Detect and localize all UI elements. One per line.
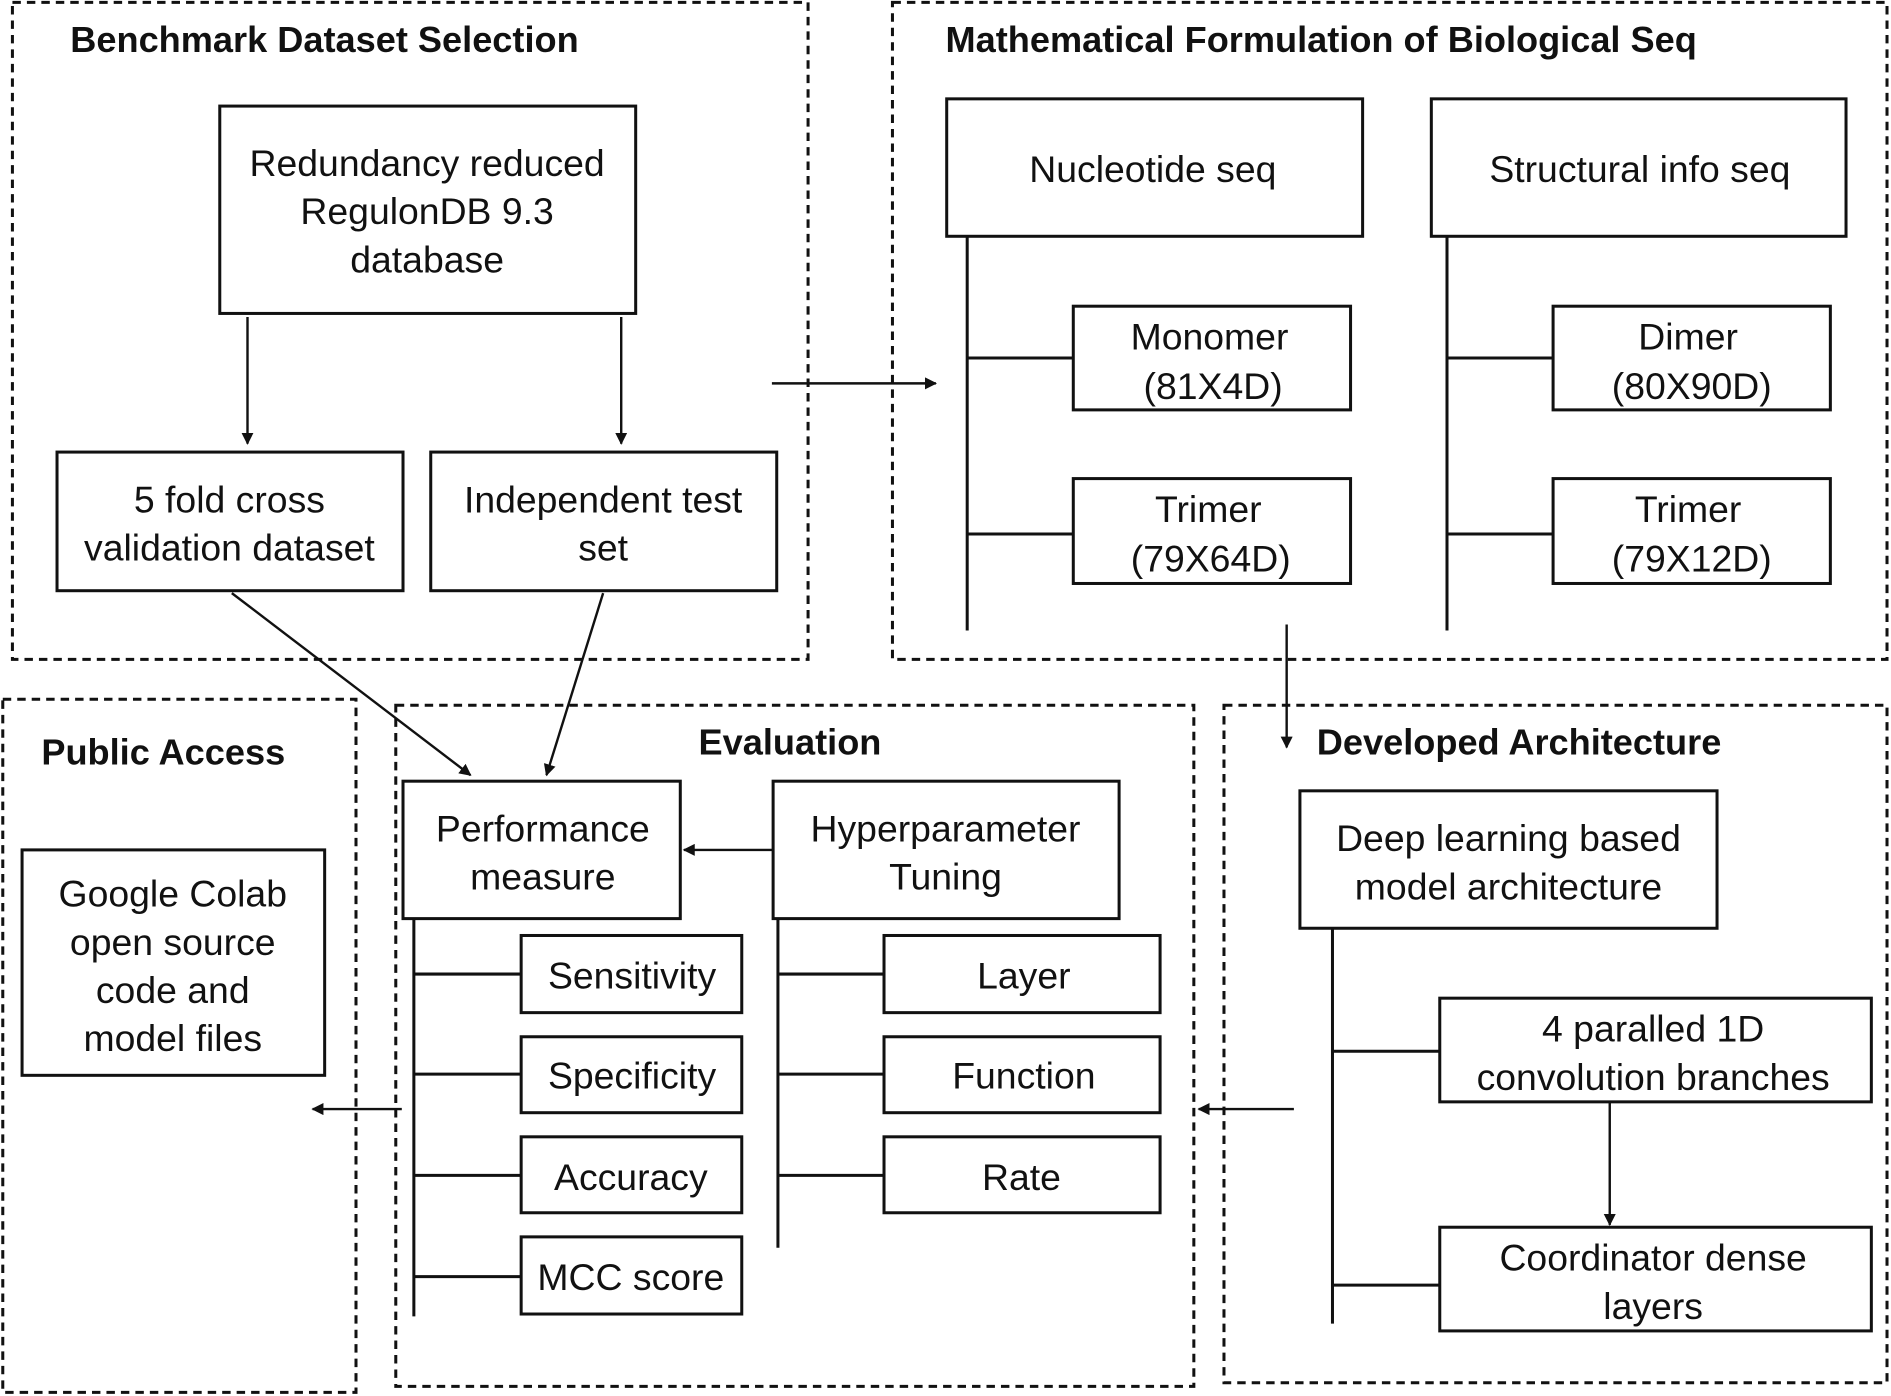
google-colab-box: Google Colab open source code and model … bbox=[20, 848, 327, 1077]
mcc-score-box: MCC score bbox=[519, 1235, 744, 1316]
svg-text:layers: layers bbox=[1603, 1285, 1703, 1327]
public-access-title: Public Access bbox=[41, 731, 285, 772]
svg-text:Trimer: Trimer bbox=[1635, 488, 1742, 530]
svg-text:Coordinator dense: Coordinator dense bbox=[1499, 1237, 1806, 1279]
svg-text:Sensitivity: Sensitivity bbox=[548, 955, 716, 997]
convolution-branches-box: 4 paralled 1D convolution branches bbox=[1438, 996, 1873, 1104]
svg-text:open source: open source bbox=[70, 921, 276, 963]
svg-text:5 fold cross: 5 fold cross bbox=[134, 478, 325, 520]
rate-box: Rate bbox=[882, 1135, 1162, 1215]
trimer-structural-box: Trimer (79X12D) bbox=[1551, 477, 1832, 585]
connector-lines bbox=[1330, 928, 1440, 1324]
svg-text:validation dataset: validation dataset bbox=[84, 527, 375, 569]
nucleotide-seq-box: Nucleotide seq bbox=[945, 97, 1365, 238]
svg-text:Specificity: Specificity bbox=[548, 1055, 716, 1097]
layer-box: Layer bbox=[882, 933, 1162, 1015]
svg-text:MCC score: MCC score bbox=[537, 1256, 724, 1298]
svg-text:Function: Function bbox=[952, 1055, 1095, 1097]
connector-lines bbox=[412, 918, 885, 1317]
performance-measure-box: Performance measure bbox=[401, 779, 682, 921]
svg-text:Rate: Rate bbox=[982, 1156, 1061, 1198]
deep-learning-model-box: Deep learning based model architecture bbox=[1298, 789, 1719, 930]
svg-text:Redundancy reduced: Redundancy reduced bbox=[250, 142, 605, 184]
public-access-section bbox=[1, 697, 358, 1394]
function-box: Function bbox=[882, 1035, 1162, 1115]
svg-text:Independent test: Independent test bbox=[464, 478, 743, 520]
cv-dataset-box: 5 fold cross validation dataset bbox=[55, 450, 405, 593]
evaluation-section bbox=[394, 703, 1196, 1388]
svg-text:measure: measure bbox=[470, 856, 615, 898]
svg-text:(79X12D): (79X12D) bbox=[1612, 537, 1772, 579]
svg-text:(81X4D): (81X4D) bbox=[1144, 365, 1283, 407]
svg-text:Nucleotide seq: Nucleotide seq bbox=[1029, 148, 1276, 190]
svg-text:Deep learning based: Deep learning based bbox=[1336, 817, 1681, 859]
sensitivity-box: Sensitivity bbox=[519, 933, 744, 1015]
svg-text:(79X64D): (79X64D) bbox=[1131, 537, 1291, 579]
benchmark-section bbox=[10, 0, 810, 661]
svg-text:Monomer: Monomer bbox=[1131, 316, 1289, 358]
structural-seq-box: Structural info seq bbox=[1429, 97, 1848, 238]
svg-text:model files: model files bbox=[83, 1017, 262, 1059]
connector-lines bbox=[965, 236, 1554, 631]
svg-text:Trimer: Trimer bbox=[1155, 488, 1262, 530]
svg-text:code and: code and bbox=[96, 969, 250, 1011]
svg-text:convolution branches: convolution branches bbox=[1477, 1056, 1830, 1098]
dimer-box: Dimer (80X90D) bbox=[1551, 304, 1832, 412]
independent-test-box: Independent test set bbox=[429, 450, 779, 593]
regulondb-box: Redundancy reduced RegulonDB 9.3 databas… bbox=[218, 104, 638, 315]
svg-text:set: set bbox=[578, 527, 628, 569]
svg-text:Google Colab: Google Colab bbox=[59, 873, 287, 915]
svg-text:Tuning: Tuning bbox=[889, 856, 1002, 898]
architecture-section bbox=[1222, 703, 1889, 1385]
specificity-box: Specificity bbox=[519, 1035, 744, 1115]
svg-text:RegulonDB 9.3: RegulonDB 9.3 bbox=[300, 190, 553, 232]
svg-text:Dimer: Dimer bbox=[1638, 316, 1738, 358]
evaluation-title: Evaluation bbox=[699, 722, 882, 763]
svg-text:(80X90D): (80X90D) bbox=[1612, 365, 1772, 407]
svg-text:Layer: Layer bbox=[977, 955, 1070, 997]
svg-text:Structural info seq: Structural info seq bbox=[1489, 148, 1790, 190]
benchmark-title: Benchmark Dataset Selection bbox=[70, 19, 578, 60]
svg-text:database: database bbox=[350, 238, 504, 280]
monomer-box: Monomer (81X4D) bbox=[1071, 304, 1353, 412]
svg-text:Accuracy: Accuracy bbox=[554, 1156, 708, 1198]
formulation-section bbox=[890, 0, 1889, 661]
svg-text:4 paralled 1D: 4 paralled 1D bbox=[1542, 1008, 1764, 1050]
svg-text:model architecture: model architecture bbox=[1355, 865, 1662, 907]
svg-text:Hyperparameter: Hyperparameter bbox=[811, 807, 1081, 849]
accuracy-box: Accuracy bbox=[519, 1135, 744, 1215]
trimer-nucleotide-box: Trimer (79X64D) bbox=[1071, 477, 1353, 585]
architecture-title: Developed Architecture bbox=[1317, 722, 1722, 763]
svg-text:Performance: Performance bbox=[436, 807, 650, 849]
arrow bbox=[543, 592, 605, 777]
hyperparameter-tuning-box: Hyperparameter Tuning bbox=[771, 779, 1121, 921]
formulation-title: Mathematical Formulation of Biological S… bbox=[946, 19, 1697, 60]
arrow bbox=[231, 592, 472, 777]
coordinator-dense-box: Coordinator dense layers bbox=[1438, 1225, 1873, 1333]
